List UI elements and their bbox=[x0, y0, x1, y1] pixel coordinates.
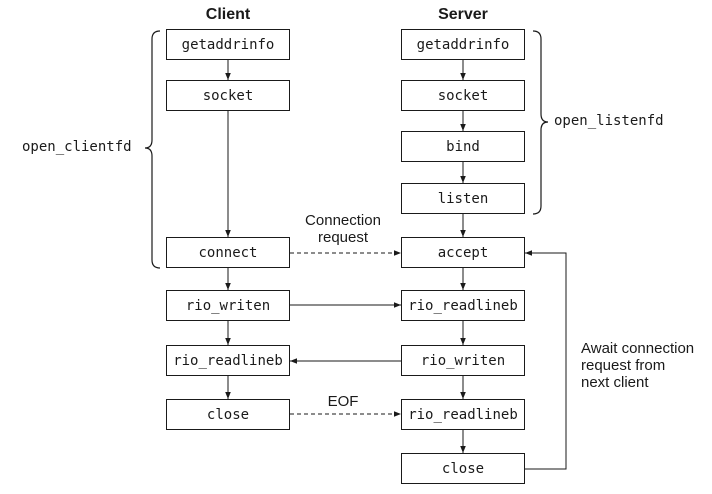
client-socket-box: socket bbox=[166, 80, 290, 111]
open-listenfd-label: open_listenfd bbox=[554, 113, 664, 129]
server-accept-box: accept bbox=[401, 237, 525, 268]
await-line1: Await connection bbox=[581, 340, 695, 357]
bracket-client bbox=[144, 30, 161, 269]
client-connect-box: connect bbox=[166, 237, 290, 268]
server-close-box: close bbox=[401, 453, 525, 484]
client-getaddrinfo-box: getaddrinfo bbox=[166, 29, 290, 60]
server-heading: Server bbox=[438, 6, 488, 23]
bracket-server bbox=[532, 30, 549, 215]
client-close-box: close bbox=[166, 399, 290, 430]
server-getaddrinfo-box: getaddrinfo bbox=[401, 29, 525, 60]
open-clientfd-label: open_clientfd bbox=[22, 139, 132, 155]
arrow-loop-close-to-accept bbox=[525, 250, 567, 470]
connection-request-label: Connection request bbox=[305, 212, 381, 246]
client-heading: Client bbox=[205, 6, 251, 23]
connection-request-line2: request bbox=[317, 229, 369, 246]
server-socket-box: socket bbox=[401, 80, 525, 111]
connection-request-line1: Connection bbox=[305, 212, 381, 229]
await-line2: request from bbox=[581, 357, 666, 374]
server-rio-readlineb-2-box: rio_readlineb bbox=[401, 399, 525, 430]
server-listen-box: listen bbox=[401, 183, 525, 214]
await-connection-label: Await connection request from next clien… bbox=[581, 340, 694, 391]
client-rio-readlineb-box: rio_readlineb bbox=[166, 345, 290, 376]
server-rio-writen-box: rio_writen bbox=[401, 345, 525, 376]
client-rio-writen-box: rio_writen bbox=[166, 290, 290, 321]
server-bind-box: bind bbox=[401, 131, 525, 162]
eof-label: EOF bbox=[327, 393, 359, 410]
await-line3: next client bbox=[581, 374, 649, 391]
server-rio-readlineb-box: rio_readlineb bbox=[401, 290, 525, 321]
